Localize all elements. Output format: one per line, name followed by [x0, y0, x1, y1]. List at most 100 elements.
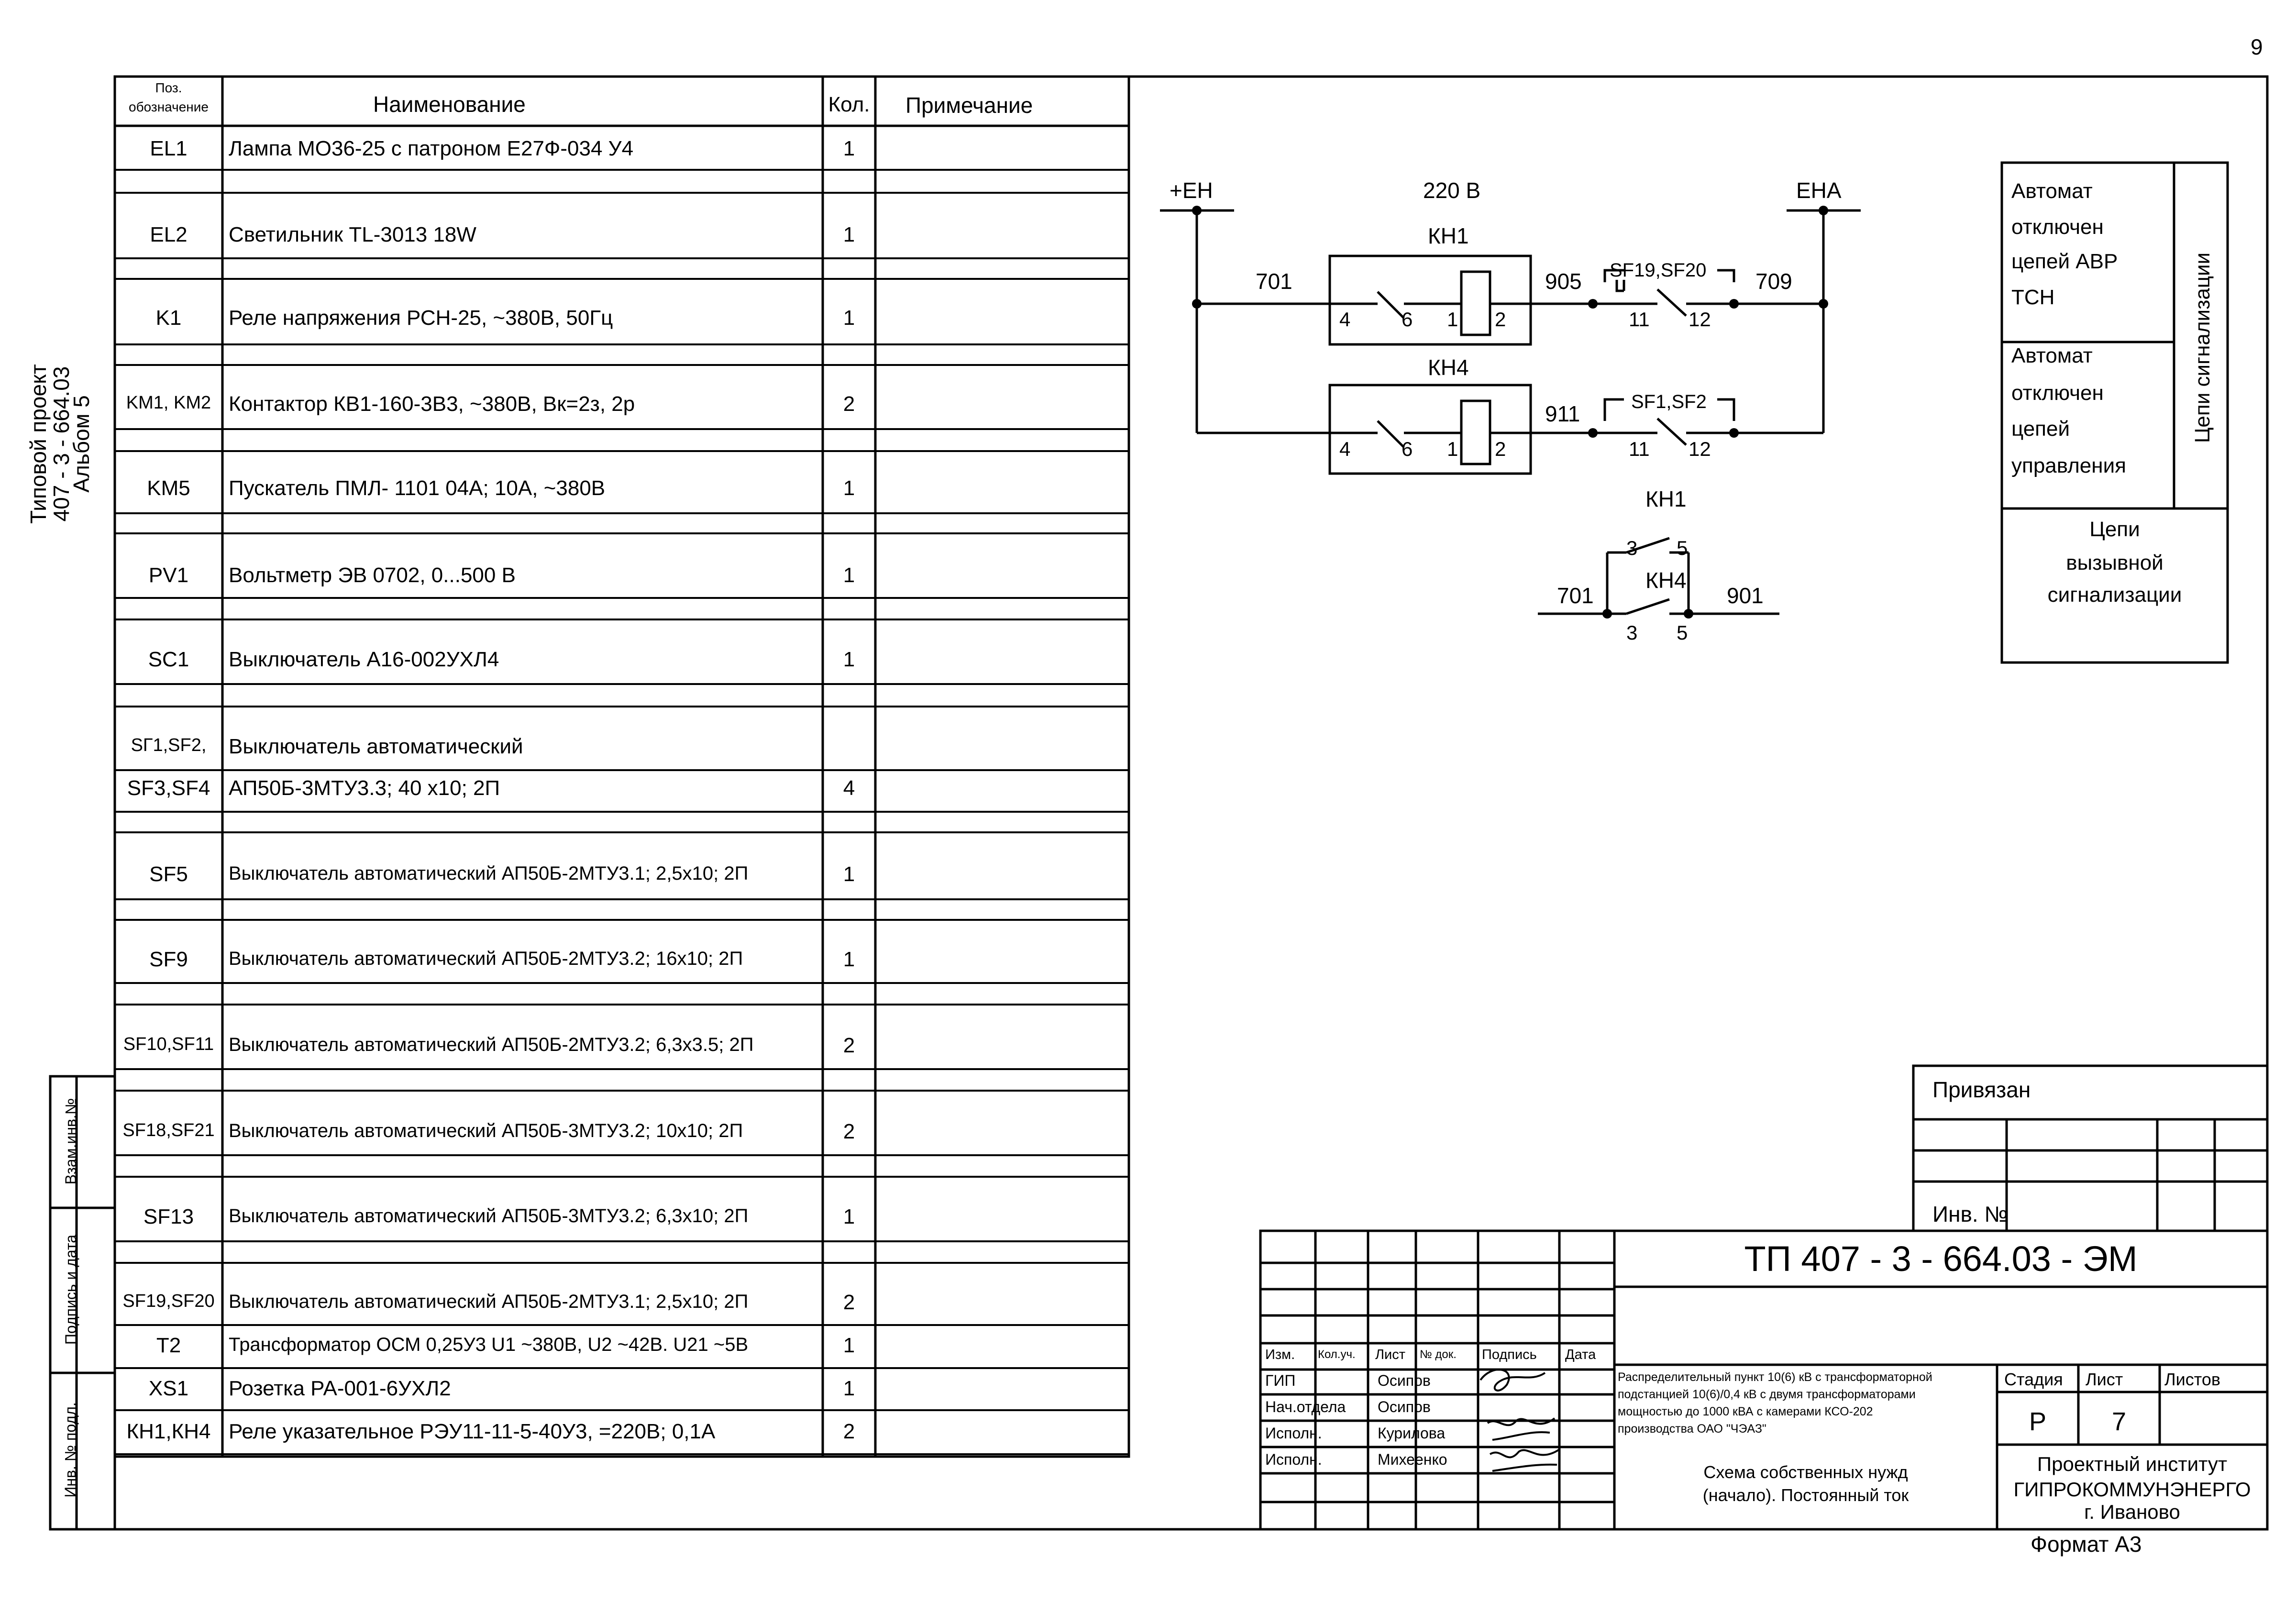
- label-bus-plus: +ЕН: [1170, 178, 1213, 203]
- kh4-aux-contact: [1626, 598, 1670, 615]
- page-number: 9: [2251, 34, 2263, 59]
- project-desc-line3: мощностью до 1000 кВА с камерами КСО-202: [1618, 1405, 1873, 1418]
- pin-6-kh1: 6: [1402, 308, 1413, 331]
- spec-row-qty: 2: [843, 1034, 855, 1057]
- spec-row-qty: 4: [843, 776, 855, 800]
- spec-row-name: Выключатель автоматический: [229, 735, 523, 758]
- sheet-title-line2: (начало). Постоянный ток: [1702, 1485, 1909, 1505]
- pin-2-kh1: 2: [1495, 308, 1506, 331]
- spec-row-name: Выключатель автоматический АП50Б-2МТУ3.2…: [229, 1034, 754, 1055]
- spec-row-qty: 1: [843, 1334, 855, 1357]
- spec-row-name: Трансформатор ОСМ 0,25У3 U1 ~380В, U2 ~4…: [229, 1334, 749, 1355]
- legend-item2-line2: отключен: [2011, 381, 2104, 405]
- tb-header-podpis: Подпись: [1482, 1347, 1537, 1362]
- spec-row-designation: SC1: [148, 648, 189, 671]
- project-desc-line4: производства ОАО "ЧЭАЗ": [1618, 1422, 1766, 1436]
- label-wire-905: 905: [1545, 269, 1582, 294]
- format-label: Формат А3: [2031, 1532, 2142, 1557]
- stamp-vzam-inv: Взам.инв.№: [62, 1098, 79, 1185]
- role-ispoln-2: Исполн.: [1265, 1451, 1322, 1468]
- stamp-inv-podl: Инв. № подл.: [62, 1402, 79, 1498]
- pin-2-kh4: 2: [1495, 438, 1506, 460]
- legend-item2-line1: Автомат: [2011, 344, 2093, 367]
- project-desc-line2: подстанцией 10(6)/0,4 кВ с двумя трансфо…: [1618, 1388, 1916, 1401]
- legend-item1-line2: отключен: [2011, 215, 2104, 239]
- pin-11-sf19: 11: [1629, 308, 1650, 331]
- pin-1-kh1: 1: [1447, 308, 1458, 331]
- inv-no-label: Инв. №: [1932, 1202, 2008, 1226]
- label-relay-kh1: КН1: [1428, 223, 1469, 248]
- sheet-value: 7: [2111, 1407, 2127, 1436]
- title-block-box: [1259, 1229, 2269, 1531]
- spec-row-designation: SF9: [149, 948, 188, 971]
- spec-row-qty: 2: [843, 1291, 855, 1314]
- spec-row-name: Пускатель ПМЛ- 1101 04А; 10А, ~380В: [229, 476, 606, 500]
- label-wire-901: 901: [1727, 583, 1764, 608]
- tb-header-ndoc: № док.: [1420, 1348, 1457, 1361]
- pin-4-kh4: 4: [1339, 438, 1351, 460]
- signature-gip: [1479, 1369, 1546, 1392]
- spec-row-name: Реле указательное РЭУ11-11-5-40У3, =220В…: [229, 1420, 716, 1443]
- left-stamp-box: [49, 1075, 116, 1531]
- header-note: Примечание: [905, 93, 1033, 118]
- legend-item1-line4: ТСН: [2011, 286, 2055, 309]
- schematic: [1160, 209, 1861, 615]
- header-pos-line1: Поз.: [155, 80, 182, 95]
- spec-row-qty: 2: [843, 1120, 855, 1143]
- spec-row-name: Выключатель автоматический АП50Б-3МТУ3.2…: [229, 1120, 743, 1141]
- spec-row-name: Выключатель автоматический АП50Б-2МТУ3.1…: [229, 1291, 749, 1312]
- legend-bottom-line3: сигнализации: [2047, 583, 2182, 607]
- stage-label: Стадия: [2004, 1370, 2063, 1389]
- pin-11-sf1: 11: [1629, 438, 1650, 460]
- spec-row-qty: 1: [843, 223, 855, 246]
- spec-row-name: АП50Б-3МТУ3.3; 40 х10; 2П: [229, 776, 500, 800]
- kh1-contact: [1377, 291, 1405, 319]
- label-wire-709: 709: [1755, 269, 1792, 294]
- sf19-contact: [1656, 288, 1687, 317]
- name-nach-otdela: Осипов: [1378, 1398, 1431, 1415]
- legend-bottom-line2: вызывной: [2066, 551, 2164, 575]
- name-ispoln-1: Курилова: [1378, 1425, 1446, 1442]
- relay-kh4-box: [1328, 384, 1532, 475]
- spec-row-qty: 1: [843, 563, 855, 587]
- spec-row-qty: 2: [843, 1420, 855, 1443]
- label-voltage: 220 В: [1423, 178, 1481, 203]
- relay-kh1-box: [1328, 254, 1532, 346]
- spec-row-designation: SГ1,SF2,: [131, 735, 207, 755]
- spec-row-designation: K1: [155, 306, 182, 330]
- spec-row-designation: SF5: [149, 862, 188, 886]
- spec-row-qty: 1: [843, 948, 855, 971]
- header-qty: Кол.: [828, 93, 870, 116]
- label-wire-911: 911: [1545, 401, 1580, 426]
- institute-line2: ГИПРОКОММУНЭНЕРГО: [2013, 1478, 2251, 1501]
- junction-dots: [1192, 206, 1828, 619]
- label-wire-701a: 701: [1256, 269, 1292, 294]
- privyazan-label: Привязан: [1932, 1077, 2031, 1102]
- spec-row-qty: 2: [843, 392, 855, 416]
- pin-12-sf19: 12: [1689, 308, 1711, 331]
- pin-5-kh1: 5: [1677, 537, 1688, 559]
- spec-row-designation: SF13: [143, 1205, 194, 1228]
- pin-1-kh4: 1: [1447, 438, 1458, 460]
- sheet-title-line1: Схема собственных нужд: [1703, 1462, 1908, 1482]
- spec-row-name: Выключатель автоматический АП50Б-3МТУ3.2…: [229, 1205, 749, 1226]
- spec-row-qty: 1: [843, 306, 855, 330]
- spec-row-designation: SF3,SF4: [127, 776, 210, 800]
- legend-item1-line3: цепей АВР: [2011, 250, 2118, 273]
- spec-row-designation: SF18,SF21: [122, 1120, 215, 1140]
- legend-side-label: Цепи сигнализации: [2191, 252, 2214, 443]
- sf1-contact: [1656, 418, 1687, 446]
- legend-bottom-line1: Цепи: [2089, 518, 2140, 541]
- label-wire-701b: 701: [1557, 583, 1594, 608]
- header-pos-line2: обозначение: [129, 99, 209, 114]
- name-gip: Осипов: [1378, 1372, 1431, 1389]
- label-sf19-sf20: SF19,SF20: [1610, 260, 1707, 281]
- spec-row-qty: 1: [843, 1377, 855, 1400]
- spec-row-name: Реле напряжения РСН-25, ~380В, 50Гц: [229, 306, 613, 330]
- label-sf1-sf2: SF1,SF2: [1631, 391, 1707, 412]
- kh4-coil: [1460, 399, 1491, 465]
- pin-6-kh4: 6: [1402, 438, 1413, 460]
- label-bus-minus: ЕНА: [1796, 178, 1842, 203]
